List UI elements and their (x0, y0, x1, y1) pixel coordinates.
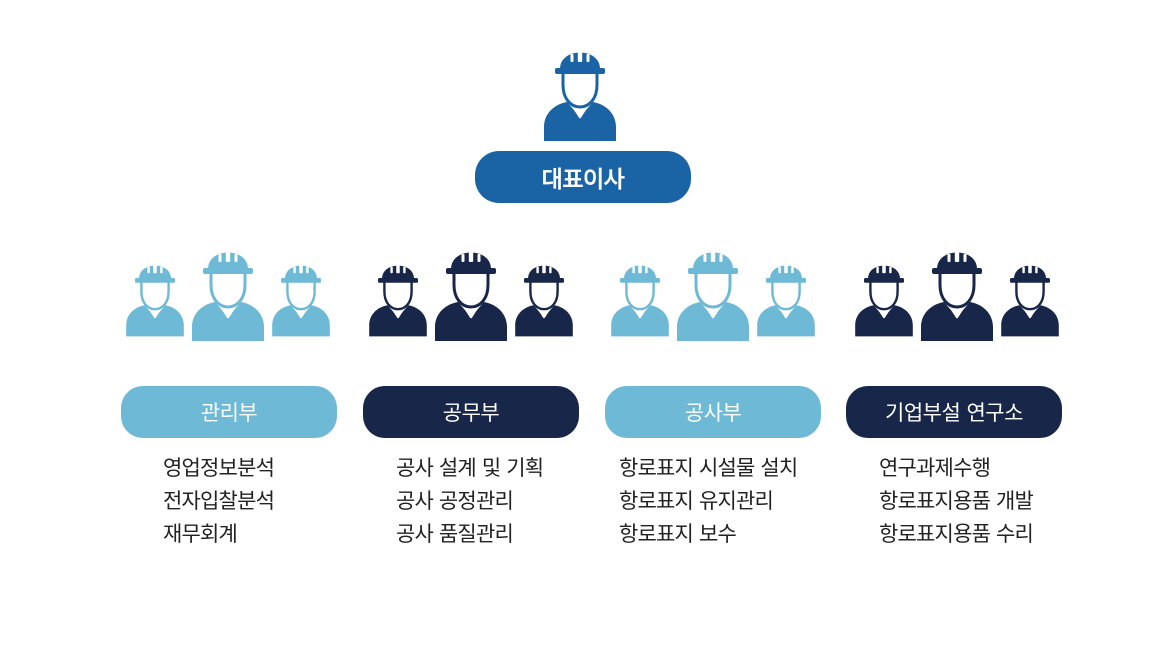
duty-item: 공사 공정관리 (396, 489, 514, 513)
dept-pill-engineering: 공무부 (363, 386, 579, 438)
worker-icon-engineering-right (514, 263, 574, 338)
duty-list-construction: 항로표지 시설물 설치 항로표지 유지관리 항로표지 보수 (619, 452, 798, 551)
dept-pill-management: 관리부 (121, 386, 337, 438)
worker-icon-management-right (271, 263, 331, 338)
duty-list-research-lab: 연구과제수행 항로표지용품 개발 항로표지용품 수리 (879, 452, 1034, 551)
duty-item: 항로표지 유지관리 (619, 489, 774, 513)
ceo-title-pill: 대표이사 (475, 151, 691, 203)
worker-icon-construction-left (610, 263, 670, 338)
worker-icon-management-center (190, 249, 266, 343)
duty-list-engineering: 공사 설계 및 기획 공사 공정관리 공사 품질관리 (396, 452, 544, 551)
ceo-worker-icon (542, 49, 618, 143)
worker-icon-research-lab-left (854, 263, 914, 338)
duty-item: 항로표지용품 개발 (879, 489, 1034, 513)
dept-pill-research-lab: 기업부설 연구소 (846, 386, 1062, 438)
worker-icon-construction-right (756, 263, 816, 338)
duty-item: 연구과제수행 (879, 456, 991, 480)
worker-icon-research-lab-center (919, 249, 995, 343)
worker-icon-management-left (124, 263, 186, 338)
worker-icon-construction-center (675, 249, 751, 343)
duty-item: 항로표지 보수 (619, 522, 737, 546)
duty-item: 재무회계 (163, 522, 238, 546)
worker-icon-research-lab-right (1000, 263, 1061, 338)
duty-item: 항로표지 시설물 설치 (619, 456, 798, 480)
duty-item: 전자입찰분석 (163, 489, 275, 513)
duty-item: 항로표지용품 수리 (879, 522, 1034, 546)
dept-pill-construction: 공사부 (605, 386, 821, 438)
worker-icon-engineering-center (433, 249, 509, 343)
duty-item: 영업정보분석 (163, 456, 275, 480)
duty-item: 공사 설계 및 기획 (396, 456, 544, 480)
duty-item: 공사 품질관리 (396, 522, 514, 546)
worker-icon-engineering-left (368, 263, 428, 338)
duty-list-management: 영업정보분석 전자입찰분석 재무회계 (163, 452, 275, 551)
